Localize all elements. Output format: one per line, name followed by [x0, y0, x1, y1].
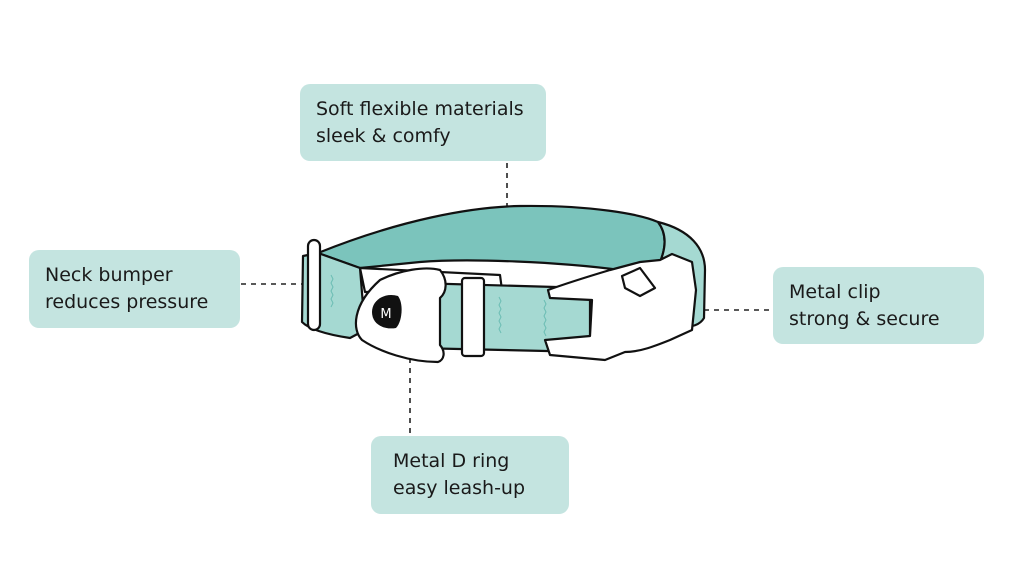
- callout-dring-line2: easy leash-up: [393, 477, 526, 499]
- front-keeper: [460, 276, 486, 358]
- callout-materials-line1: Soft flexible materials: [316, 98, 524, 120]
- callout-bumper: Neck bumper reduces pressure: [29, 250, 240, 328]
- callout-bumper-line2: reduces pressure: [45, 291, 209, 313]
- logo-badge: [372, 294, 402, 329]
- callout-clip-line1: Metal clip: [789, 281, 881, 303]
- metal-clip-buckle: [543, 252, 698, 362]
- callout-clip: Metal clip strong & secure: [773, 267, 984, 344]
- stitching: [330, 274, 547, 337]
- callout-dring: Metal D ring easy leash-up: [371, 436, 569, 514]
- callout-bumper-line1: Neck bumper: [45, 264, 173, 286]
- callout-materials: Soft flexible materials sleek & comfy: [300, 84, 546, 161]
- collar-inner-band: [316, 204, 666, 272]
- left-keeper: [306, 238, 322, 332]
- callout-materials-line2: sleek & comfy: [316, 125, 451, 147]
- logo-letter: M: [380, 307, 391, 322]
- callout-dring-line1: Metal D ring: [393, 450, 510, 472]
- callout-clip-line2: strong & secure: [789, 308, 940, 330]
